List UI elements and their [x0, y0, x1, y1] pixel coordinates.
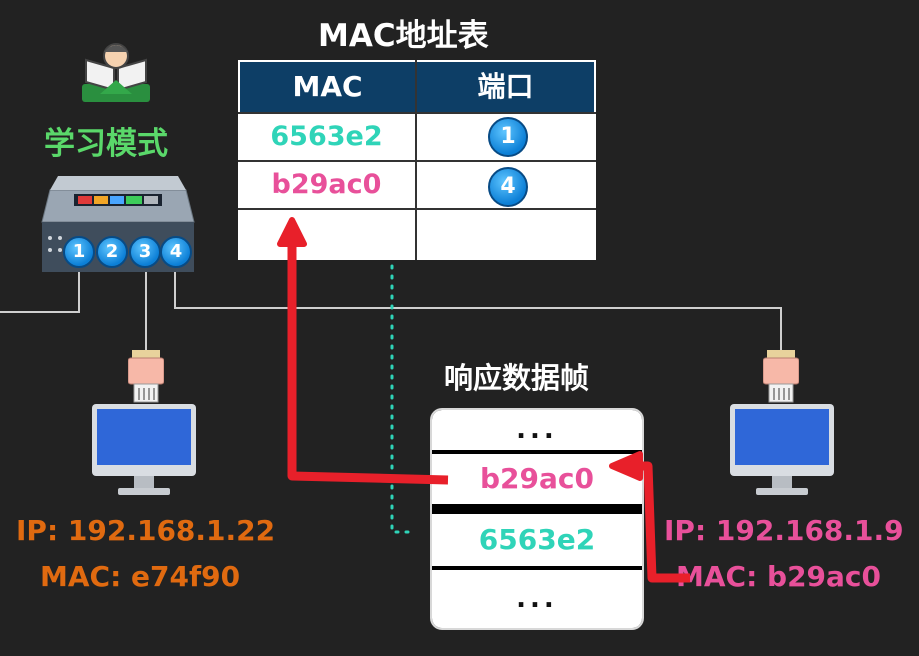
right-host-ip: IP: 192.168.1.9 — [664, 514, 904, 547]
rj45-connector-icon — [763, 350, 799, 403]
mac-table: MAC 端口 6563e2 1 b29ac0 4 — [236, 58, 598, 262]
dotted-guide-line — [390, 144, 416, 534]
row-divider — [238, 112, 596, 114]
header-port: 端口 — [477, 70, 534, 103]
reader-icon — [82, 43, 150, 102]
mac-table-header — [240, 62, 594, 112]
cable-port1 — [0, 268, 80, 313]
arrowhead-left-icon — [609, 451, 643, 481]
mac-table-title: MAC地址表 — [318, 18, 489, 54]
cable-port4 — [174, 268, 782, 352]
arrowhead-up-icon — [277, 217, 307, 247]
row-divider — [238, 208, 596, 210]
table-row-2-mac: b29ac0 — [271, 169, 382, 200]
switch-port-3: 3 — [129, 236, 161, 268]
switch-port-1: 1 — [63, 236, 95, 268]
red-arrow-to-frame — [632, 461, 690, 583]
switch-port-2: 2 — [96, 236, 128, 268]
monitor-icon — [92, 404, 196, 495]
frame-title: 响应数据帧 — [444, 361, 590, 395]
header-mac: MAC — [292, 70, 363, 103]
rj45-connector-icon — [128, 350, 164, 403]
left-host-mac: MAC: e74f90 — [40, 560, 241, 593]
switch-port-4: 4 — [160, 236, 192, 268]
table-row-1-port: 1 — [488, 117, 528, 157]
right-host-mac: MAC: b29ac0 — [676, 560, 882, 593]
left-host-ip: IP: 192.168.1.22 — [16, 514, 276, 547]
frame-bottom-dots: ... — [432, 570, 642, 628]
frame-top-dots: ... — [432, 410, 642, 450]
table-row-1-mac: 6563e2 — [270, 121, 383, 152]
response-frame: ... b29ac0 6563e2 ... — [430, 408, 644, 630]
monitor-icon — [730, 404, 834, 495]
frame-source-mac: b29ac0 — [432, 454, 642, 504]
row-divider — [238, 160, 596, 162]
red-arrow-to-table — [287, 240, 449, 485]
mode-label: 学习模式 — [44, 126, 168, 162]
frame-dest-mac: 6563e2 — [432, 514, 642, 566]
column-divider — [415, 60, 417, 260]
table-row-2-port: 4 — [488, 167, 528, 207]
